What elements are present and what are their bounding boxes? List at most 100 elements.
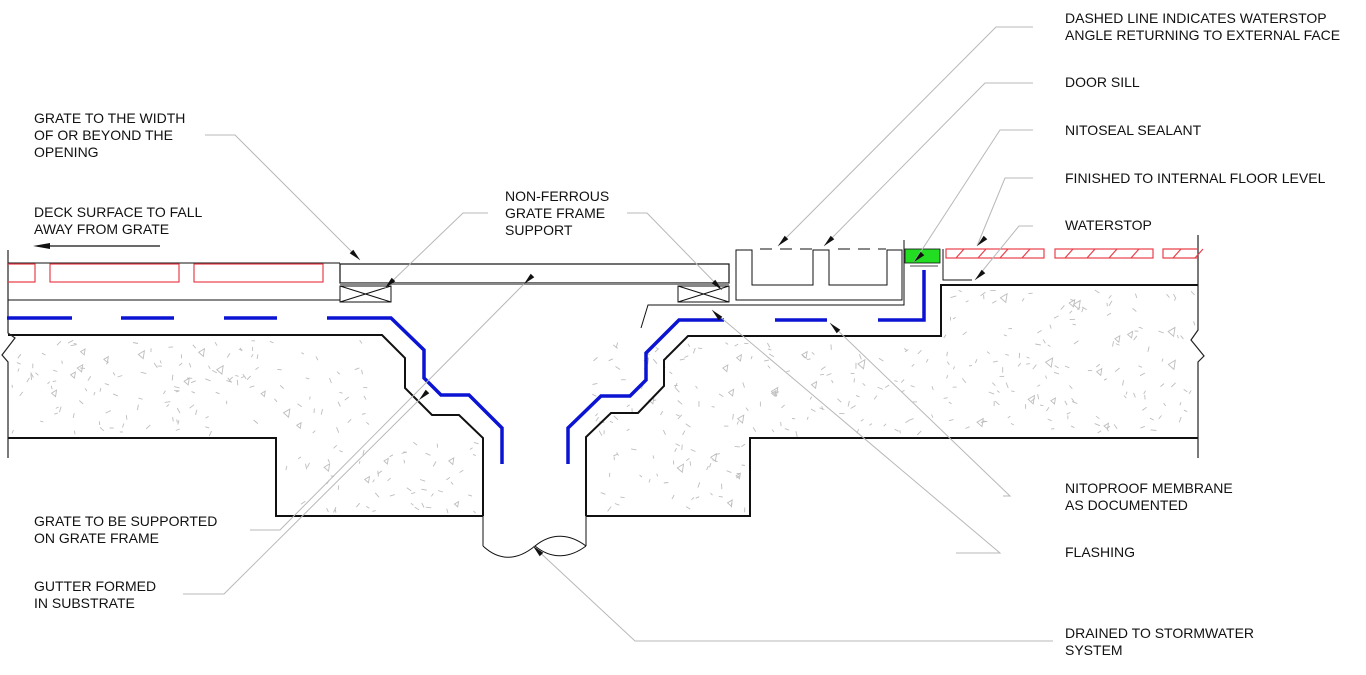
aggregate-speck <box>426 507 432 508</box>
waterstop-hatch-stroke <box>1022 249 1030 258</box>
aggregate-speck <box>1046 376 1047 379</box>
aggregate-speck <box>1073 324 1076 325</box>
aggregate-speck <box>1037 330 1041 333</box>
aggregate-speck <box>1011 423 1014 425</box>
aggregate-stone <box>1051 398 1056 404</box>
aggregate-speck <box>878 387 883 389</box>
aggregate-stone <box>449 458 454 465</box>
aggregate-speck <box>620 497 624 498</box>
aggregate-speck <box>177 420 178 423</box>
aggregate-speck <box>1104 379 1107 381</box>
aggregate-speck <box>298 457 301 459</box>
leader-dashed-waterstop <box>778 27 1033 246</box>
internal-floor-step <box>943 249 972 280</box>
aggregate-speck <box>992 383 995 386</box>
aggregate-speck <box>196 410 197 415</box>
aggregate-speck <box>690 461 691 465</box>
aggregate-speck <box>1164 403 1166 406</box>
aggregate-speck <box>1048 419 1052 421</box>
aggregate-speck <box>362 414 366 415</box>
aggregate-speck <box>1037 385 1040 387</box>
aggregate-speck <box>1072 401 1077 403</box>
aggregate-speck <box>62 361 63 364</box>
aggregate-speck <box>390 495 395 497</box>
aggregate-speck <box>594 357 598 361</box>
label-line: OPENING <box>34 144 185 161</box>
aggregate-speck <box>56 407 59 408</box>
aggregate-speck <box>241 377 244 379</box>
aggregate-speck <box>670 372 673 374</box>
leader-arrowhead <box>975 270 985 280</box>
aggregate-speck <box>1054 316 1059 318</box>
aggregate-speck <box>422 503 424 508</box>
aggregate-speck <box>822 406 823 410</box>
aggregate-speck <box>1141 426 1145 428</box>
aggregate-speck <box>912 364 914 366</box>
aggregate-speck <box>1065 401 1067 405</box>
aggregate-speck <box>212 370 217 373</box>
aggregate-speck <box>684 356 688 358</box>
aggregate-speck <box>786 371 790 372</box>
aggregate-speck <box>909 419 914 421</box>
grate <box>340 264 729 284</box>
aggregate-speck <box>1181 336 1184 339</box>
aggregate-speck <box>306 378 310 379</box>
aggregate-speck <box>73 413 74 418</box>
aggregate-speck <box>949 402 952 404</box>
aggregate-speck <box>1046 407 1049 411</box>
aggregate-speck <box>953 317 956 319</box>
stormwater-drain-pipe <box>483 516 586 557</box>
aggregate-speck <box>257 355 258 359</box>
aggregate-speck <box>339 451 342 452</box>
aggregate-speck <box>1096 364 1099 367</box>
aggregate-speck <box>1175 297 1176 301</box>
aggregate-speck <box>1109 295 1112 298</box>
aggregate-speck <box>733 414 734 420</box>
aggregate-speck <box>1067 412 1071 414</box>
aggregate-stone <box>1128 331 1133 337</box>
aggregate-speck <box>963 332 967 335</box>
aggregate-speck <box>911 386 915 387</box>
aggregate-speck <box>1061 305 1065 309</box>
aggregate-speck <box>360 340 362 343</box>
aggregate-speck <box>631 449 636 450</box>
aggregate-speck <box>1074 341 1079 344</box>
aggregate-speck <box>1135 294 1136 298</box>
aggregate-speck <box>154 363 157 368</box>
aggregate-speck <box>209 431 211 436</box>
aggregate-speck <box>216 392 220 394</box>
aggregate-speck <box>1180 402 1181 405</box>
aggregate-speck <box>313 431 316 434</box>
aggregate-speck <box>40 421 43 422</box>
aggregate-speck <box>164 391 166 394</box>
aggregate-stone <box>1097 369 1102 376</box>
aggregate-speck <box>94 392 95 395</box>
aggregate-speck <box>138 398 142 399</box>
aggregate-stone <box>728 500 733 506</box>
aggregate-speck <box>1162 359 1163 362</box>
aggregate-speck <box>363 387 367 388</box>
aggregate-speck <box>832 380 834 383</box>
waterstop-hatch-stroke <box>1109 249 1117 258</box>
aggregate-speck <box>59 407 61 413</box>
label-line: OF OR BEYOND THE <box>34 127 185 144</box>
aggregate-speck <box>596 417 599 421</box>
aggregate-speck <box>1072 398 1075 401</box>
aggregate-speck <box>947 352 948 356</box>
aggregate-speck <box>229 377 233 380</box>
aggregate-speck <box>676 388 680 392</box>
aggregate-speck <box>411 493 415 494</box>
aggregate-speck <box>969 365 972 366</box>
aggregate-speck <box>1055 366 1059 368</box>
aggregate-speck <box>785 429 789 431</box>
aggregate-speck <box>1174 294 1176 297</box>
aggregate-speck <box>426 453 431 455</box>
aggregate-speck <box>894 381 897 382</box>
aggregate-speck <box>71 345 77 346</box>
aggregate-stone <box>802 352 807 359</box>
